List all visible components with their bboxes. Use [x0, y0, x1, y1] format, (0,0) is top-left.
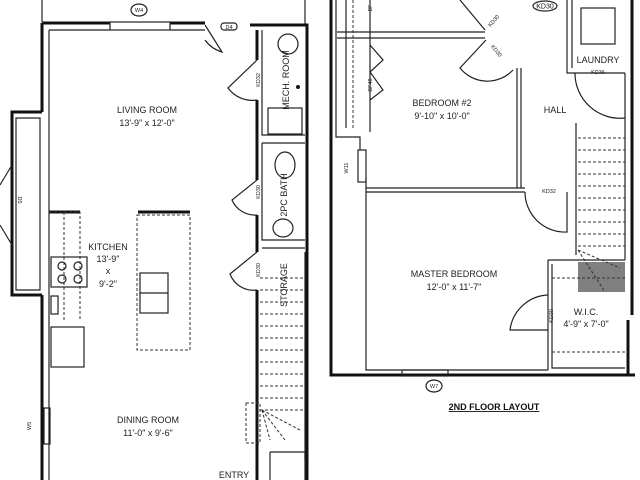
kitchen-cabinets: [49, 210, 191, 368]
exterior-wall: [626, 0, 634, 375]
closet-walls: [337, 0, 485, 132]
tag-bf48: BF48: [368, 78, 374, 91]
laundry-walls: [566, 0, 625, 74]
tag-kd30-storage: KD30: [256, 263, 262, 277]
tag-d5: D5: [16, 196, 22, 203]
stove-icon: [50, 256, 88, 288]
wic-walls: [547, 259, 625, 370]
tag-w11: W11: [344, 163, 350, 174]
wic-shelves: [552, 277, 625, 353]
tag-w5: W5: [27, 422, 33, 430]
door-d4: [204, 24, 224, 54]
water-heater: [267, 107, 303, 135]
tag-w4: W4: [135, 8, 143, 14]
window-w5: [43, 407, 51, 445]
door-kd30-top: [459, 0, 486, 31]
wic-label: W.I.C.: [574, 307, 599, 317]
door-kd32: [227, 59, 258, 101]
bedroom2-label: BEDROOM #2: [412, 98, 471, 108]
stairs-first-floor: [245, 252, 306, 460]
dishwasher-icon: [50, 295, 59, 315]
bay-window-angles: [0, 164, 13, 246]
interior-wall-line: [48, 29, 205, 480]
interior-wall-line: [335, 0, 548, 371]
kitchen-island: [136, 214, 191, 351]
door-kd30: [231, 179, 258, 216]
second-floor-title: 2ND FLOOR LAYOUT: [449, 402, 540, 412]
tag-kd30-bedroom2: KD30: [489, 44, 502, 58]
door-kd30-storage: [229, 251, 258, 291]
laundry-label: LAUNDRY: [577, 55, 620, 65]
exterior-wall: [329, 0, 635, 377]
tag-d4: D4: [225, 25, 232, 31]
dining-room-size: 11'-0" x 9'-6": [123, 428, 173, 438]
tag-kd30-top: KD30: [536, 4, 554, 11]
bay-window-wall: [10, 110, 42, 297]
furnace: [277, 33, 299, 55]
bedroom2-size: 9'-10" x 10'-0": [414, 111, 469, 121]
tag-kd32: KD32: [256, 73, 262, 87]
tag-kd30-closet: KD30: [488, 14, 501, 28]
door-kd32: [524, 191, 568, 233]
storage-label: STORAGE: [279, 263, 289, 307]
dining-room-label: DINING ROOM: [117, 415, 179, 425]
entry-label: ENTRY: [219, 470, 249, 480]
living-room-label: LIVING ROOM: [117, 105, 177, 115]
tag-kd32: KD32: [542, 189, 556, 195]
wic-size: 4'-9" x 7'-0": [563, 319, 608, 329]
drain: [296, 85, 300, 89]
utility-walls: [261, 30, 305, 249]
window-w11: [357, 149, 367, 183]
door-kd30-wic: [509, 294, 549, 331]
living-room-size: 13'-9" x 12'-0": [119, 118, 174, 128]
bath-label: 2PC BATH: [279, 173, 289, 216]
washer-dryer-icon: [580, 7, 616, 45]
bifold-door-bf48: [369, 44, 384, 101]
tag-kd30-wic: KD30: [549, 309, 555, 323]
fridge-icon: [50, 326, 85, 368]
master-bedroom-label: MASTER BEDROOM: [411, 269, 498, 279]
tags: W4 D4 D5 W5 KD32 KD30 KD30 BF BF48 W11 W…: [16, 0, 605, 430]
kitchen-size-2: x: [106, 266, 111, 276]
second-floor-plan: [329, 0, 635, 377]
window-w4: [109, 21, 171, 31]
window-w7: [401, 369, 449, 377]
entry-closet: [269, 451, 306, 480]
master-bedroom-size: 12'-0" x 11'-7": [427, 282, 482, 292]
door-kd30: [459, 39, 514, 82]
tag-bf: BF: [368, 4, 374, 12]
mech-room-label: MECH. ROOM: [281, 50, 291, 110]
tag-w7: W7: [430, 384, 438, 390]
door-kd36: [574, 72, 626, 119]
tag-kd36: KD36: [591, 70, 605, 76]
kitchen-size-3: 9'-2": [99, 279, 117, 289]
room-labels: LIVING ROOM 13'-9" x 12'-0" KITCHEN 13'-…: [88, 50, 619, 480]
toilet-icon: [274, 151, 296, 179]
exterior-wall: [42, 21, 309, 480]
tag-kd30-top-outline: [532, 0, 558, 12]
tag-kd30: KD30: [256, 185, 262, 199]
bedroom2-walls: [366, 68, 525, 193]
hall-label: HALL: [544, 105, 567, 115]
first-floor-plan: [0, 0, 309, 480]
sink-icon: [272, 218, 294, 238]
kitchen-label: KITCHEN: [88, 242, 128, 252]
kitchen-size-1: 13'-9": [97, 254, 120, 264]
stairs-second-floor: [575, 118, 626, 293]
bay-window-inner: [15, 117, 41, 291]
